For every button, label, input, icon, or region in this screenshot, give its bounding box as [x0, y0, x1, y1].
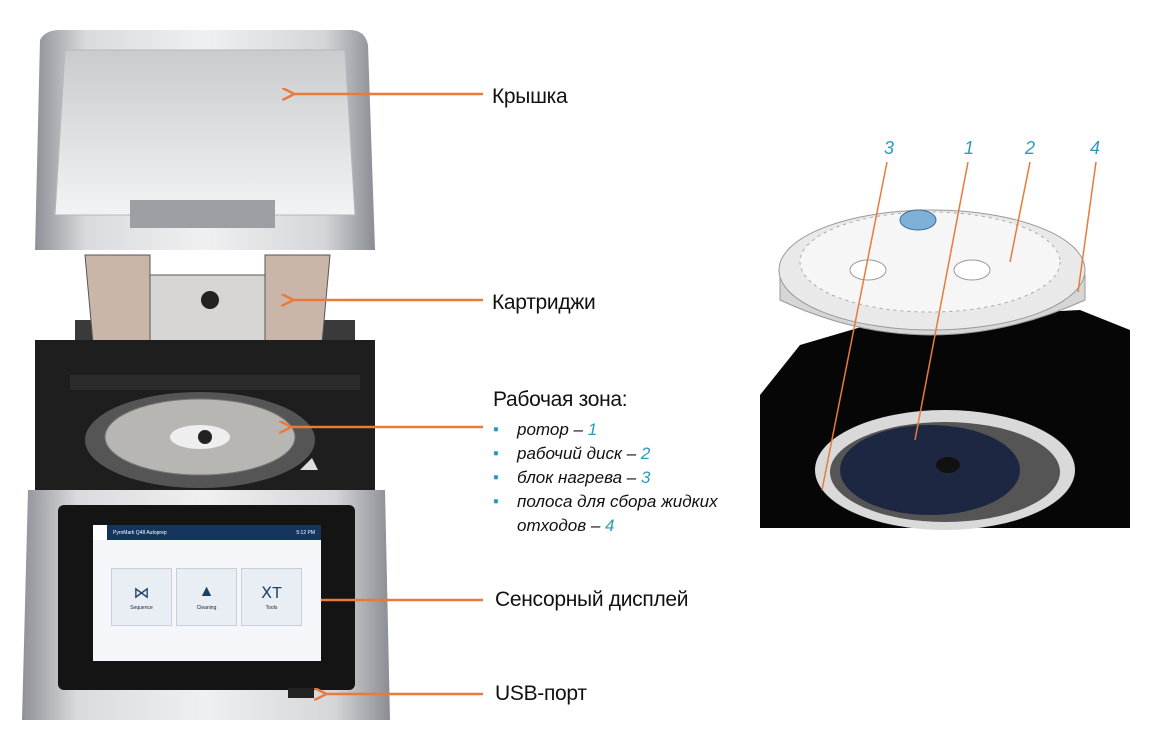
- touch-screen: PyroMark Q48 Autoprep 5:12 PM ⋈Sequence …: [93, 525, 321, 661]
- list-item: полоса для сбора жидких отходов – 4: [493, 490, 753, 538]
- callout-arrows: [289, 94, 483, 694]
- usb-port: [288, 688, 314, 698]
- label-work-zone: Рабочая зона:: [493, 388, 628, 411]
- label-lid: Крышка: [492, 85, 568, 108]
- screen-title: PyroMark Q48 Autoprep: [113, 529, 167, 536]
- bottle-icon: ▲: [198, 583, 215, 600]
- app-logo: [93, 525, 107, 540]
- dna-icon: ⋈: [133, 585, 150, 602]
- detail-arrows: [821, 161, 1097, 491]
- work-zone-list: ротор – 1 рабочий диск – 2 блок нагрева …: [493, 418, 753, 538]
- list-item: блок нагрева – 3: [493, 466, 753, 490]
- label-display: Сенсорный дисплей: [495, 588, 689, 611]
- tile-tools[interactable]: ⅩT Tools: [241, 568, 302, 626]
- work-disc: [799, 211, 1061, 313]
- list-item: ротор – 1: [493, 418, 753, 442]
- tile-label: Cleaning: [196, 605, 217, 611]
- tile-sequence[interactable]: ⋈ Sequence: [111, 568, 172, 626]
- label-usb: USB-порт: [495, 682, 587, 705]
- rotor-part: [840, 425, 1020, 515]
- detail-number-2: 2: [1025, 138, 1036, 158]
- tile-cleaning[interactable]: ▲ Cleaning: [176, 568, 237, 626]
- tools-icon: ⅩT: [261, 585, 282, 602]
- tile-label: Tools: [265, 605, 278, 611]
- detail-number-3: 3: [884, 138, 895, 158]
- list-item: рабочий диск – 2: [493, 442, 753, 466]
- detail-number-1: 1: [964, 138, 975, 158]
- tile-label: Sequence: [130, 605, 153, 611]
- label-cartridges: Картриджи: [492, 291, 596, 314]
- detail-number-4: 4: [1090, 138, 1101, 158]
- screen-time: 5:12 PM: [296, 529, 315, 536]
- screen-header: PyroMark Q48 Autoprep 5:12 PM: [93, 525, 321, 540]
